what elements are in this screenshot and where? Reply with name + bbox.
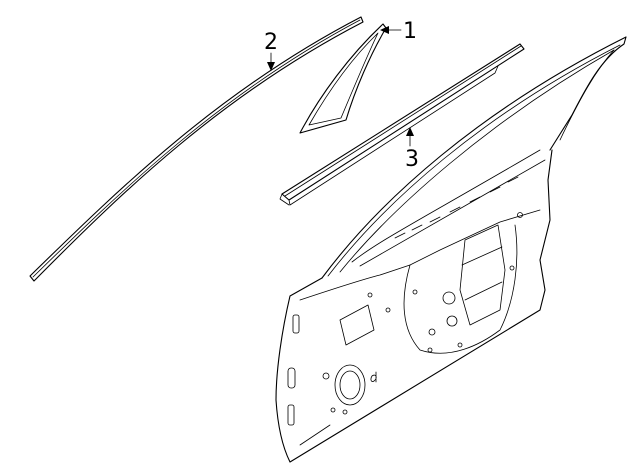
callout-3: 3: [405, 127, 419, 172]
part-1-pillar-garnish: [299, 23, 387, 134]
door-slots: [394, 176, 519, 239]
callout-2: 2: [264, 30, 278, 71]
callout-3-label: 3: [405, 147, 419, 172]
callout-1-arrow: [380, 26, 389, 34]
part-3-belt-molding: [279, 43, 525, 206]
callout-2-label: 2: [264, 30, 278, 55]
callout-1-label: 1: [403, 19, 417, 44]
door-panel: [275, 36, 627, 463]
callout-1: 1: [380, 19, 417, 44]
callout-3-arrow: [406, 127, 414, 136]
part-2-roof-molding: [29, 16, 364, 282]
callout-2-arrow: [267, 62, 275, 71]
